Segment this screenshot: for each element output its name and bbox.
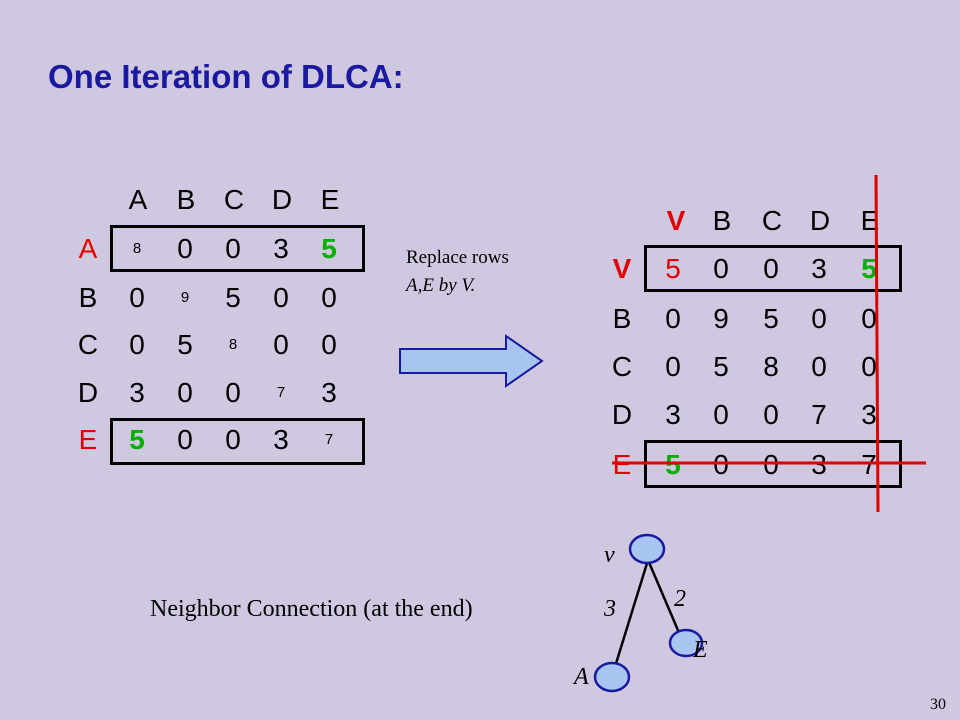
left-cell: 8 [132,240,142,257]
right-cell: 3 [665,399,681,430]
right-col-header-c: C [761,205,783,236]
right-row-header-d: D [611,399,633,430]
left-cell: 7 [276,384,286,401]
tree-leaf-e-label: E [693,637,708,663]
right-col-header-b: B [712,205,732,236]
left-cell: 0 [177,233,193,264]
tree-leaf-a-label: A [574,664,589,690]
page-number: 30 [930,696,946,713]
right-cell: 0 [713,399,729,430]
right-cell: 0 [665,303,681,334]
left-cell: 0 [321,282,337,313]
replace-note-line2: A,E by V. [406,275,476,296]
left-cell: 0 [273,282,289,313]
right-cell: 9 [713,303,729,334]
left-cell: 3 [273,424,289,455]
right-cell: 7 [811,399,827,430]
left-row-header-a: A [78,233,98,264]
right-cell: 3 [861,399,877,430]
left-cell: 0 [273,329,289,360]
left-cell: 0 [129,282,145,313]
left-cell: 7 [324,431,334,448]
right-cell: 5 [665,253,681,284]
tree-root-node [628,533,666,565]
right-col-header-v: V [666,205,686,236]
left-cell: 9 [180,289,190,306]
right-cell: 0 [811,351,827,382]
left-col-header-e: E [320,184,340,215]
right-cell: 0 [665,351,681,382]
right-cell: 5 [713,351,729,382]
strike-col-e [874,174,880,513]
tree-left-weight: 3 [604,596,616,622]
right-arrow-icon [399,334,544,388]
left-row-header-e: E [78,424,98,455]
left-cell: 5 [321,233,337,264]
left-cell: 0 [129,329,145,360]
left-col-header-d: D [271,184,293,215]
left-cell: 0 [225,233,241,264]
tree-leaf-e-node [668,628,704,658]
right-row-header-v: V [612,253,632,284]
right-col-header-e: E [860,205,880,236]
left-cell: 5 [129,424,145,455]
tree-right-weight: 2 [674,586,686,612]
left-cell: 3 [273,233,289,264]
tree-edge-right [646,559,682,636]
left-row-header-c: C [77,329,99,360]
replace-note-line1: Replace rows [406,247,509,268]
left-cell: 8 [228,336,238,353]
right-cell: 8 [763,351,779,382]
right-cell: 0 [763,253,779,284]
left-cell: 3 [129,377,145,408]
right-row-header-c: C [611,351,633,382]
left-cell: 5 [177,329,193,360]
slide-title: One Iteration of DLCA: [48,58,404,95]
left-cell: 0 [225,377,241,408]
left-cell: 0 [321,329,337,360]
right-cell: 0 [811,303,827,334]
neighbor-caption: Neighbor Connection (at the end) [150,596,473,622]
left-row-header-b: B [78,282,98,313]
tree-leaf-a-node [593,661,631,693]
left-cell: 0 [177,424,193,455]
right-cell: 0 [763,399,779,430]
left-col-header-b: B [176,184,196,215]
right-cell: 0 [713,253,729,284]
left-col-header-c: C [223,184,245,215]
tree-root-label: v [604,542,615,568]
right-col-header-d: D [809,205,831,236]
right-cell: 5 [763,303,779,334]
left-cell: 0 [225,424,241,455]
left-col-header-a: A [128,184,148,215]
left-cell: 5 [225,282,241,313]
left-row-header-d: D [77,377,99,408]
left-cell: 3 [321,377,337,408]
right-cell: 5 [861,253,877,284]
left-cell: 0 [177,377,193,408]
right-cell: 3 [811,253,827,284]
right-cell: 0 [861,303,877,334]
right-cell: 0 [861,351,877,382]
right-row-header-b: B [612,303,632,334]
tree-edge-left [612,559,650,671]
replace-note: Replace rows A,E by V. [406,244,509,300]
